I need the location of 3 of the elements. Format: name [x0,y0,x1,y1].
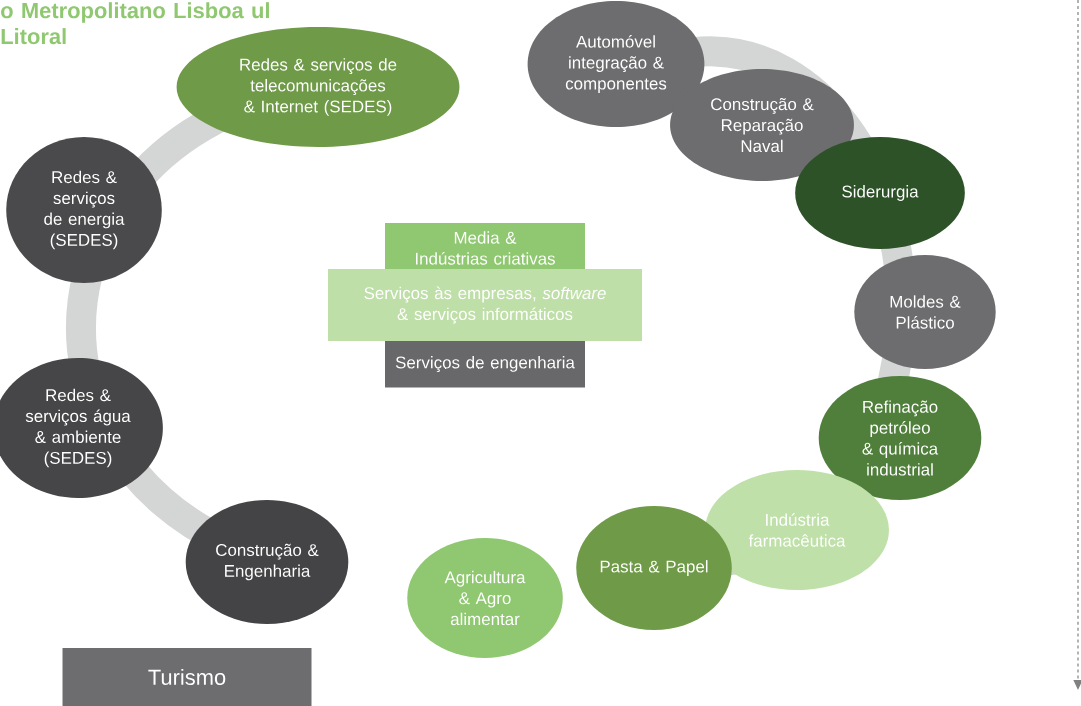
sector-box: Serviços de engenharia [385,340,585,388]
sector-box: Turismo [62,648,312,706]
sector-box: Serviços às empresas, software & serviços informáticos [328,269,642,341]
